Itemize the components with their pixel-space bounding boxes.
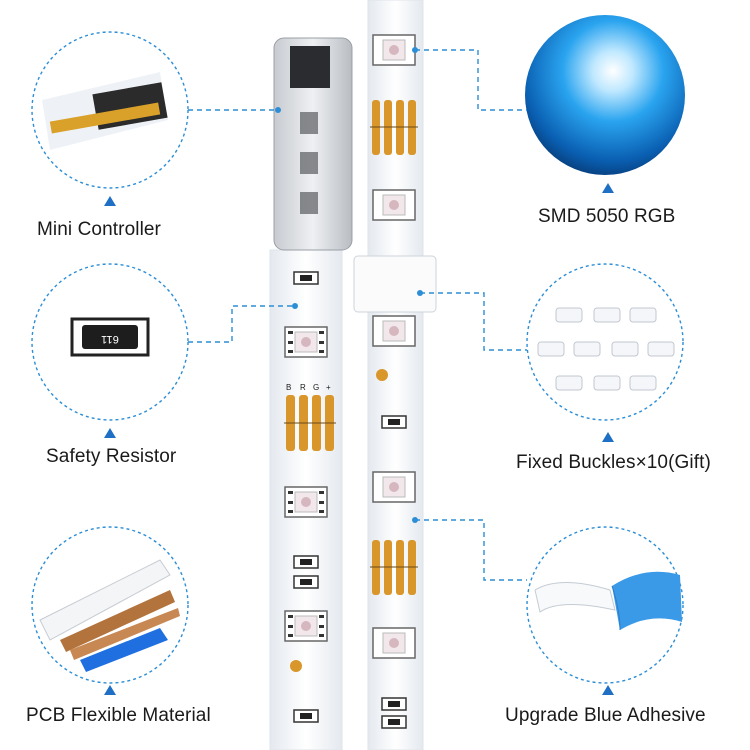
label-smd-5050: SMD 5050 RGB [538,206,676,227]
left-led-strip [269,249,343,750]
solder-dot [290,660,302,672]
buckle-clips-icon [537,307,675,391]
strip-led-chip [284,326,328,358]
strip-resistor [381,415,407,429]
strip-copper-pads [370,540,418,595]
label-blue-adhesive: Upgrade Blue Adhesive [505,705,706,726]
strip-led-chip [372,315,416,347]
strip-led-chip [372,34,416,66]
resistor-code: 611 [101,333,119,345]
mini-controller-device [273,37,353,251]
connector-endpoints [275,47,423,523]
smd-led-glow [525,15,685,175]
pointer-triangle-icon [104,685,116,695]
label-mini-controller: Mini Controller [37,219,161,240]
label-pcb-flexible: PCB Flexible Material [26,705,211,726]
pad-letter: B [286,383,292,392]
adhesive-tape-peel-icon [534,571,682,631]
resistor-closeup-icon [70,317,150,357]
controller-closeup-icon [42,72,168,150]
strip-buckle [353,255,437,313]
strip-resistor [293,555,319,589]
strip-led-chip [284,486,328,518]
strip-led-chip [372,627,416,659]
strip-copper-pads [284,395,336,451]
pad-letter: R [300,383,306,392]
strip-resistor [381,697,407,729]
label-safety-resistor: Safety Resistor [46,446,177,467]
label-fixed-buckles: Fixed Buckles×10(Gift) [516,452,711,473]
pcb-layers-closeup-icon [39,559,180,672]
pad-letter: G [313,383,320,392]
pointer-triangle-icon [104,196,116,206]
strip-led-chip [372,189,416,221]
strip-resistor [293,271,319,285]
right-led-strip [353,0,437,750]
connector-lines [188,49,527,581]
solder-dot [376,369,388,381]
pointer-triangle-icon [602,432,614,442]
strip-copper-pads [370,100,418,155]
pointer-triangle-icon [104,428,116,438]
strip-resistor [293,709,319,723]
strip-led-chip [372,471,416,503]
pointer-triangle-icon [602,183,614,193]
strip-led-chip [284,610,328,642]
pointer-triangle-icon [602,685,614,695]
pad-letter: + [326,383,331,392]
